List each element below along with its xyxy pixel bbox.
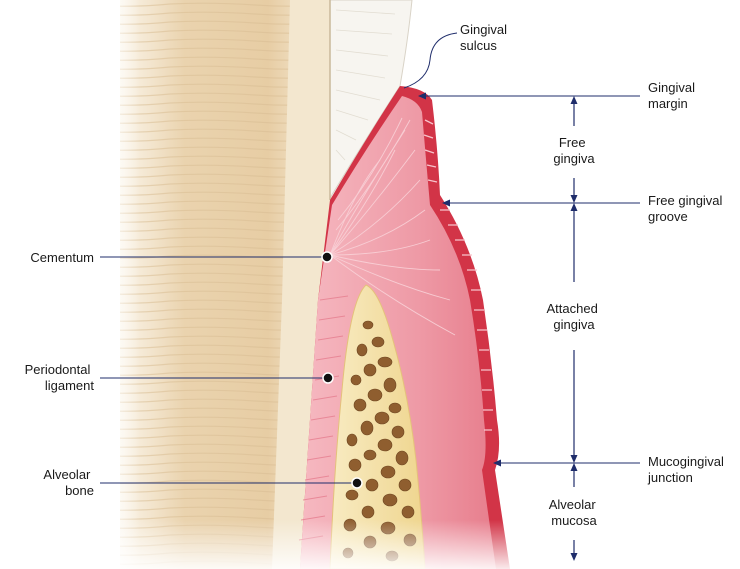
- free-gingival-groove-label: Free gingival groove: [648, 193, 726, 224]
- attached-gingiva-line2: gingiva: [553, 317, 595, 332]
- free-gingiva-line2: gingiva: [553, 151, 595, 166]
- periodontal-ligament-line1: Periodontal: [25, 362, 91, 377]
- cementum-label: Cementum: [30, 250, 94, 265]
- free-gingiva-line1: Free: [559, 135, 586, 150]
- attached-gingiva-line1: Attached: [547, 301, 598, 316]
- tooth-dentin: [100, 0, 305, 569]
- alveolar-mucosa-label: Alveolar mucosa: [549, 497, 600, 528]
- gingival-sulcus-line2: sulcus: [460, 38, 497, 53]
- cementum-line1: Cementum: [30, 250, 94, 265]
- free-gingival-groove-line1: Free gingival: [648, 193, 723, 208]
- alveolar-bone-label: Alveolar bone: [43, 467, 94, 498]
- gingival-margin-line1: Gingival: [648, 80, 695, 95]
- free-gingival-groove-pointer: [442, 200, 640, 207]
- mucogingival-junction-line2: junction: [647, 470, 693, 485]
- alveolar-bone-line2: bone: [65, 483, 94, 498]
- free-gingival-groove-line2: groove: [648, 209, 688, 224]
- mucogingival-junction-label: Mucogingival junction: [647, 454, 728, 485]
- gingival-margin-pointer: [418, 93, 640, 100]
- mucogingival-junction-line1: Mucogingival: [648, 454, 724, 469]
- bottom-fade: [100, 520, 530, 569]
- alveolar-mucosa-line1: Alveolar: [549, 497, 597, 512]
- alveolar-mucosa-line2: mucosa: [551, 513, 597, 528]
- periodontal-ligament-label: Periodontal ligament: [25, 362, 95, 393]
- gingival-margin-label: Gingival margin: [648, 80, 699, 111]
- periodontal-ligament-line2: ligament: [45, 378, 95, 393]
- attached-gingiva-label: Attached gingiva: [547, 301, 602, 332]
- gingival-sulcus-line1: Gingival: [460, 22, 507, 37]
- gingival-margin-line2: margin: [648, 96, 688, 111]
- alveolar-bone-line1: Alveolar: [43, 467, 91, 482]
- free-gingiva-label: Free gingiva: [553, 135, 595, 166]
- mucogingival-junction-pointer: [493, 460, 640, 467]
- gingival-sulcus-pointer: [404, 33, 457, 88]
- gingival-sulcus-label: Gingival sulcus: [460, 22, 511, 53]
